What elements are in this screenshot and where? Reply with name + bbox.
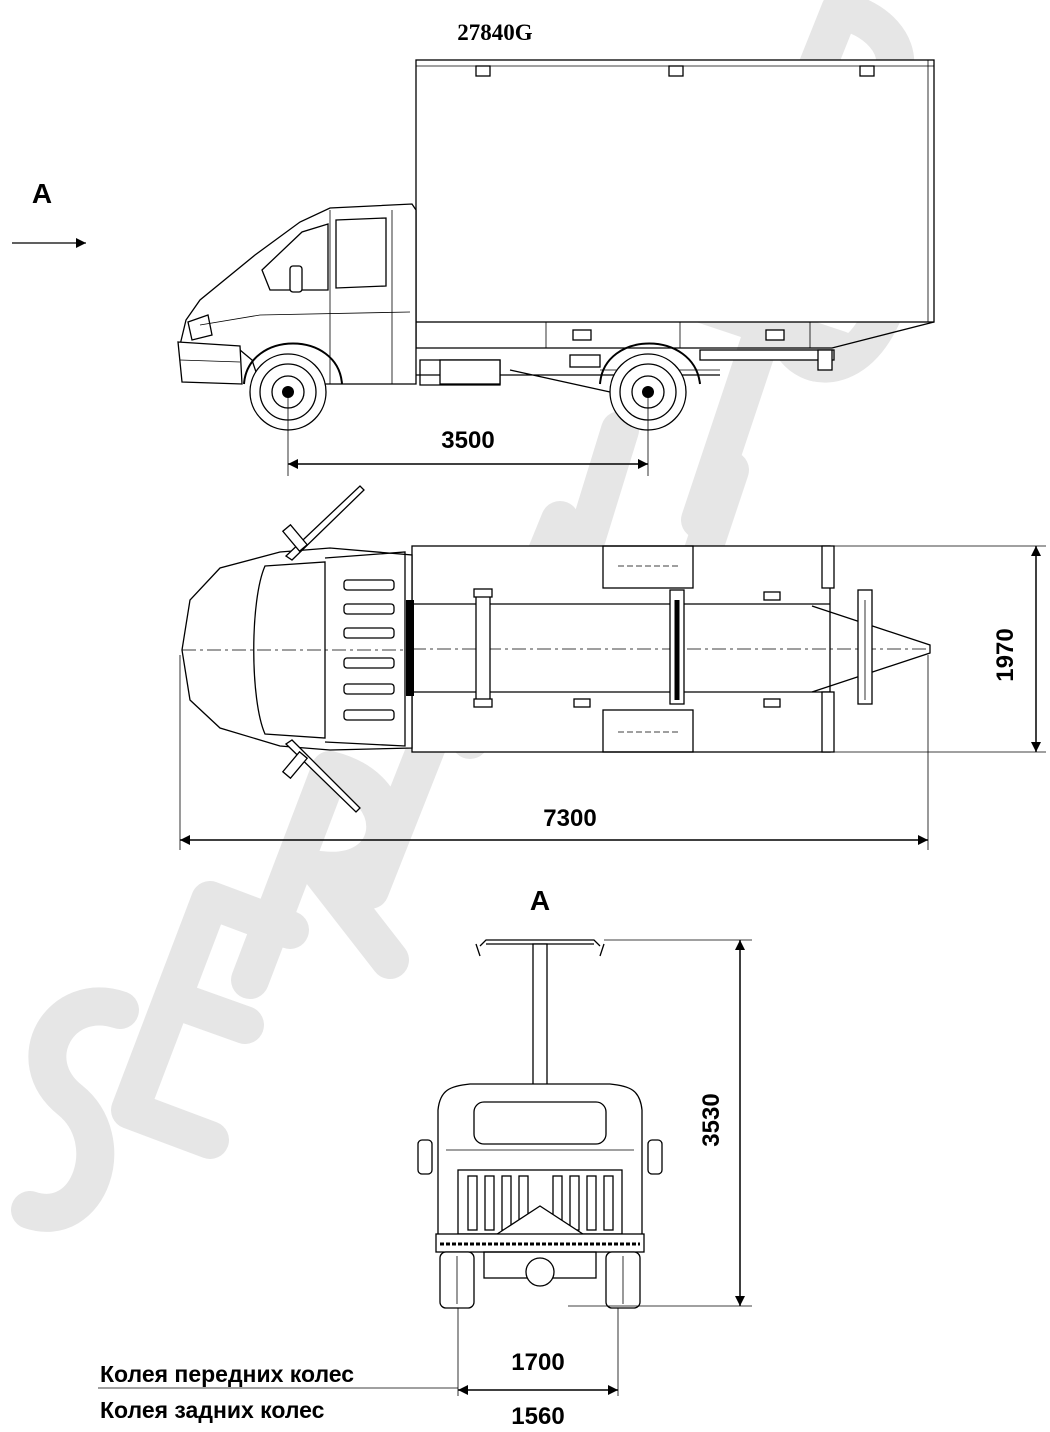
width-dimension: [834, 545, 1046, 753]
top-view: [181, 485, 931, 813]
front-track-label: Колея передних колес: [100, 1361, 354, 1387]
wheelbase-dimension: [287, 392, 649, 476]
side-view: [177, 59, 935, 393]
track-dimension: [98, 1308, 619, 1396]
wheelbase-value: 3500: [441, 427, 494, 454]
length-value: 7300: [543, 805, 596, 832]
model-title: 27840G: [457, 20, 533, 45]
front-view-title: A: [530, 885, 550, 916]
length-dimension: [179, 655, 929, 850]
rear-track-label: Колея задних колес: [100, 1397, 325, 1423]
rear-track-value: 1560: [511, 1403, 564, 1430]
cab-side: [179, 203, 417, 385]
front-view: [417, 939, 663, 1309]
cab-top: [181, 547, 413, 751]
front-track-value: 1700: [511, 1349, 564, 1376]
view-marker-label: A: [32, 178, 52, 209]
cargo-box-side: [415, 59, 935, 323]
height-dimension: [568, 939, 752, 1307]
width-value: 1970: [992, 628, 1019, 681]
height-value: 3530: [698, 1093, 725, 1146]
